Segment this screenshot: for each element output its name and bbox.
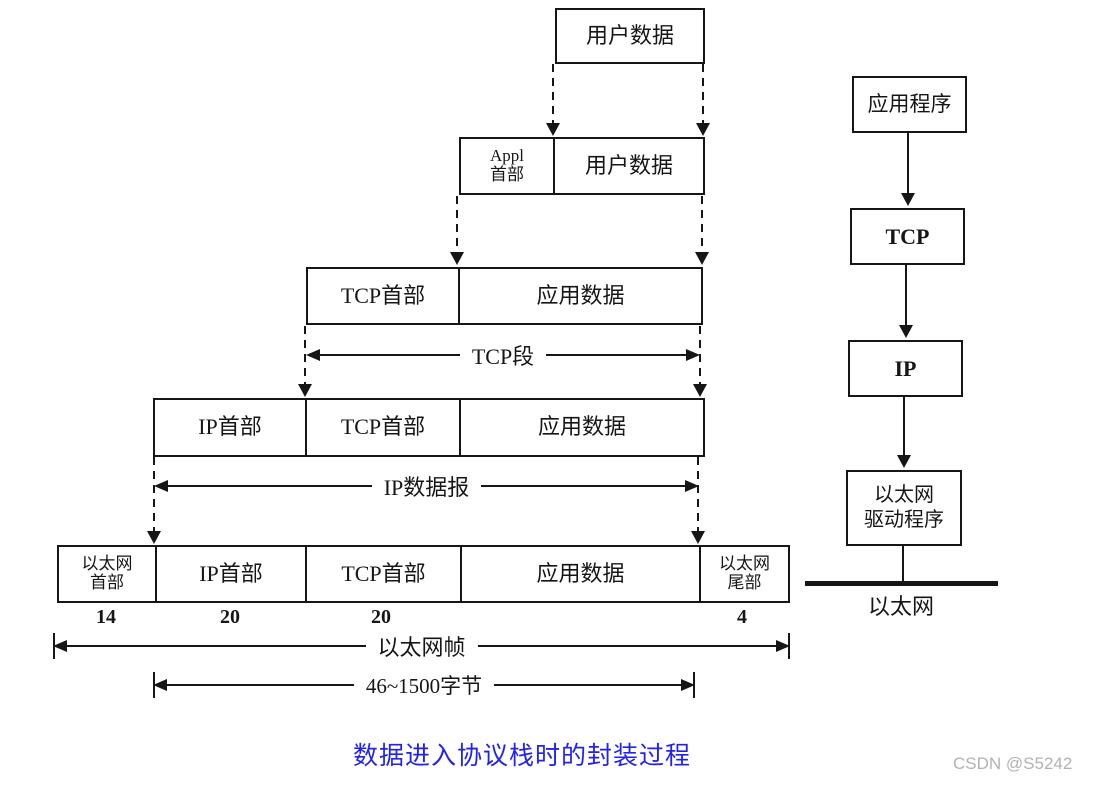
cell-app-data: 应用数据 — [460, 547, 699, 601]
arrowhead-down-icon — [899, 325, 913, 338]
arrow-line — [67, 645, 366, 647]
box-user-data-top: 用户数据 — [555, 8, 705, 64]
arrow-line — [546, 354, 687, 356]
ethernet-network-label: 以太网 — [867, 594, 934, 619]
cell-label: TCP首部 — [341, 560, 426, 586]
cell-appl-header: Appl 首部 — [461, 139, 553, 193]
row-appl-message: Appl 首部 用户数据 — [459, 137, 705, 195]
arrowhead-down-icon — [695, 252, 709, 265]
stack-label: IP — [894, 355, 917, 381]
dashed-connector-r3-right — [699, 326, 701, 384]
dashed-connector-r1-left — [552, 64, 554, 124]
dashed-connector-r2-left — [456, 196, 458, 253]
cell-ethernet-header: 以太网 首部 — [59, 547, 155, 601]
arrowhead-down-icon — [693, 384, 707, 397]
stack-connector — [907, 133, 909, 194]
stack-label: 应用程序 — [867, 92, 952, 117]
stack-label-line2: 驱动程序 — [864, 509, 944, 531]
span-arrow-ip-datagram: IP数据报 — [154, 473, 699, 500]
cell-ip-header: IP首部 — [155, 547, 305, 601]
arrowhead-down-icon — [696, 123, 710, 136]
dashed-connector-r3-left — [304, 326, 306, 384]
cell-label: 应用数据 — [536, 560, 625, 586]
cell-ethernet-trailer: 以太网 尾部 — [699, 547, 788, 601]
cell-label: 用户数据 — [584, 152, 673, 178]
stack-connector — [905, 265, 907, 326]
arrow-line — [481, 485, 685, 487]
dashed-connector-r2-right — [701, 196, 703, 253]
arrow-line — [477, 645, 777, 647]
cell-user-data: 用户数据 — [553, 139, 703, 193]
dashed-connector-r1-right — [702, 64, 704, 124]
cell-label: IP首部 — [199, 560, 263, 586]
span-arrow-payload-range: 46~1500字节 — [153, 672, 695, 698]
stack-box-ip: IP — [848, 340, 963, 397]
row-ethernet-frame: 以太网 首部 IP首部 TCP首部 应用数据 以太网 尾部 — [57, 545, 790, 603]
cell-label-line1: 以太网 — [719, 554, 770, 574]
arrowhead-down-icon — [298, 384, 312, 397]
stack-box-tcp: TCP — [850, 208, 965, 265]
stack-box-application: 应用程序 — [852, 76, 967, 133]
cell-label: 用户数据 — [585, 22, 674, 48]
arrowhead-left-icon — [153, 679, 167, 691]
cell-label-line2: 尾部 — [727, 573, 762, 592]
cell-label-line2: 首部 — [490, 165, 524, 184]
span-arrow-label: 以太网帧 — [377, 635, 466, 660]
arrow-line — [167, 684, 354, 686]
cell-label-line1: Appl — [490, 146, 524, 166]
cell-tcp-header: TCP首部 — [305, 547, 460, 601]
cell-ip-header: IP首部 — [155, 400, 305, 455]
arrowhead-left-icon — [53, 640, 67, 652]
span-arrow-ethernet-frame: 以太网帧 — [53, 633, 791, 660]
cell-app-data: 应用数据 — [459, 400, 703, 455]
arrowhead-right-icon — [686, 349, 701, 361]
row-tcp-segment: TCP首部 应用数据 — [306, 267, 703, 325]
cell-label: TCP首部 — [340, 282, 426, 308]
cell-label: 应用数据 — [536, 282, 625, 308]
figure-caption: 数据进入协议栈时的封装过程 — [352, 743, 691, 770]
arrowhead-down-icon — [691, 531, 705, 544]
cell-label-line2: 首部 — [90, 573, 124, 592]
stack-connector — [903, 397, 905, 456]
byte-count-ethernet-header: 14 — [96, 606, 116, 628]
arrowhead-right-icon — [776, 640, 791, 652]
arrowhead-down-icon — [897, 455, 911, 468]
cell-label: TCP首部 — [340, 414, 426, 440]
span-arrow-label: IP数据报 — [383, 475, 470, 500]
cell-label-line1: 以太网 — [81, 554, 133, 574]
stack-box-ethernet-driver: 以太网 驱动程序 — [846, 470, 962, 546]
byte-count-ethernet-trailer: 4 — [737, 606, 747, 628]
cell-tcp-header: TCP首部 — [308, 269, 458, 323]
byte-count-tcp-header: 20 — [371, 606, 391, 628]
stack-label: TCP — [885, 223, 930, 249]
arrowhead-down-icon — [901, 193, 915, 206]
arrow-line — [168, 485, 372, 487]
ethernet-bus-line — [805, 581, 998, 586]
arrowhead-right-icon — [685, 480, 699, 492]
dashed-connector-r4-left — [153, 457, 155, 531]
watermark-text: CSDN @S5242 — [953, 754, 1073, 773]
arrowhead-down-icon — [546, 123, 560, 136]
arrowhead-left-icon — [306, 349, 320, 361]
stack-connector — [902, 546, 904, 583]
arrowhead-left-icon — [154, 480, 168, 492]
stack-label-line1: 以太网 — [874, 484, 934, 506]
span-arrow-label: TCP段 — [471, 344, 535, 369]
cell-user-data: 用户数据 — [557, 10, 703, 62]
arrow-line — [320, 354, 460, 356]
span-arrow-label: 46~1500字节 — [365, 674, 483, 698]
cell-label: 应用数据 — [537, 414, 626, 440]
dashed-connector-r4-right — [697, 457, 699, 531]
cell-tcp-header: TCP首部 — [305, 400, 459, 455]
arrowhead-right-icon — [681, 679, 695, 691]
cell-app-data: 应用数据 — [458, 269, 701, 323]
arrowhead-down-icon — [450, 252, 464, 265]
byte-count-ip-header: 20 — [220, 606, 240, 628]
arrowhead-down-icon — [147, 531, 161, 544]
row-ip-datagram: IP首部 TCP首部 应用数据 — [153, 398, 705, 457]
arrow-line — [494, 684, 681, 686]
span-arrow-tcp-segment: TCP段 — [306, 342, 701, 369]
cell-label: IP首部 — [198, 414, 262, 440]
